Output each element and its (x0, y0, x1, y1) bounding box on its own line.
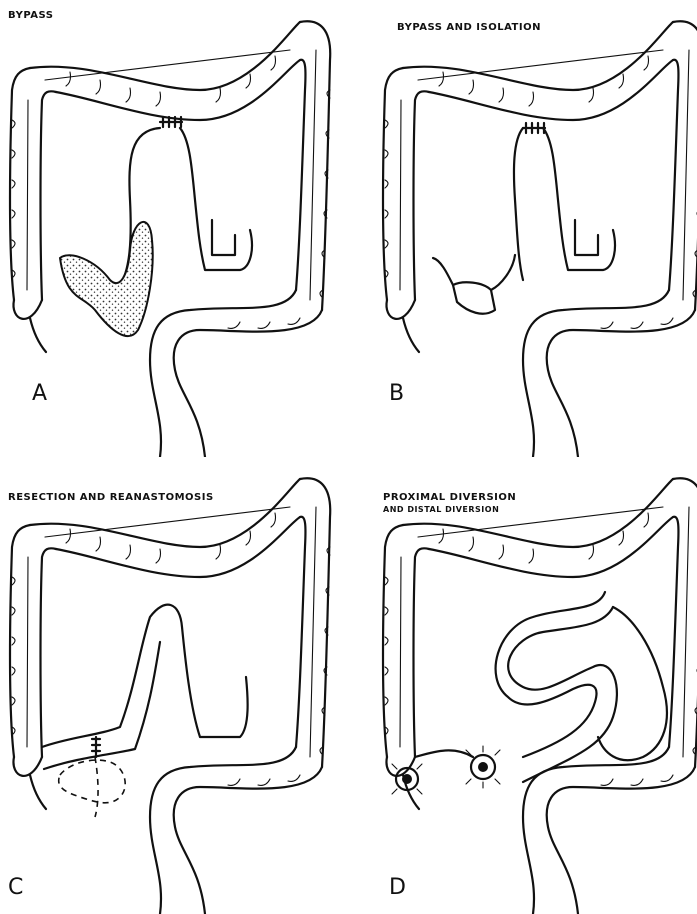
panel-c: RESECTION AND REANASTOMOSIS C (0, 457, 348, 914)
panel-a-letter: A (32, 381, 47, 406)
panel-a-title: BYPASS (8, 10, 53, 21)
panel-d: PROXIMAL DIVERSION AND DISTAL DIVERSION … (373, 457, 697, 914)
panel-a-diagram (0, 0, 348, 457)
panel-b-title-text: BYPASS AND ISOLATION (397, 22, 541, 33)
panel-b-title: BYPASS AND ISOLATION (397, 22, 541, 33)
panel-b-diagram (373, 0, 697, 457)
panel-d-diagram (373, 457, 697, 914)
panel-d-title-line2: AND DISTAL DIVERSION (383, 505, 516, 514)
panel-b-letter: B (389, 381, 404, 406)
panel-a: BYPASS A (0, 0, 348, 457)
panel-d-title: PROXIMAL DIVERSION AND DISTAL DIVERSION (383, 492, 516, 514)
panel-c-title: RESECTION AND REANASTOMOSIS (8, 492, 214, 503)
panel-c-diagram (0, 457, 348, 914)
panel-d-title-line1: PROXIMAL DIVERSION (383, 492, 516, 503)
panel-b: BYPASS AND ISOLATION B (373, 0, 697, 457)
panel-d-letter: D (389, 875, 406, 900)
panel-c-letter: C (8, 875, 23, 900)
